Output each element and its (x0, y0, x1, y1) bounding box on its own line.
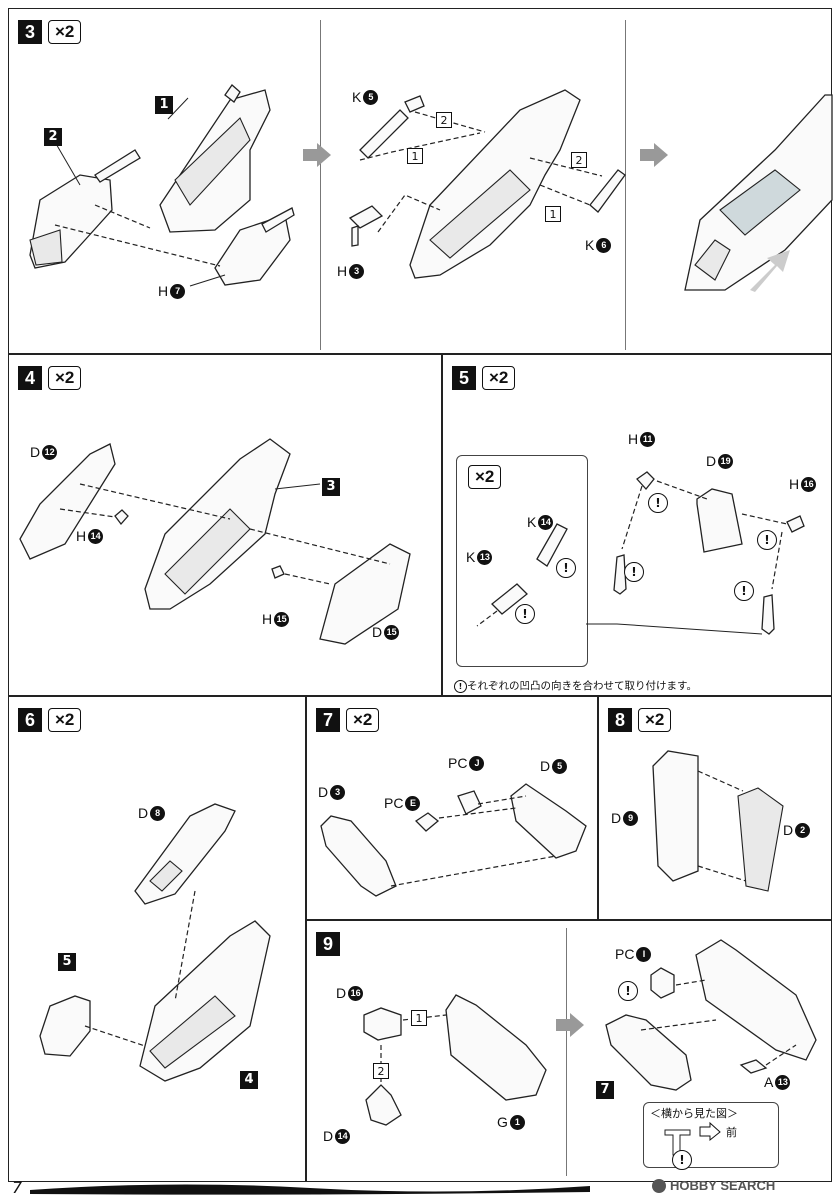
inset-quantity-badge: ×2 (468, 465, 502, 489)
step-8-header: 8 ×2 (608, 708, 672, 732)
step-number: 3 (18, 20, 42, 44)
warning-icon: ! (618, 981, 638, 1001)
watermark-logo-icon (652, 1178, 666, 1193)
next-arrow (556, 1013, 584, 1037)
next-arrow (303, 143, 331, 167)
warning-icon: ! (454, 679, 467, 693)
step-3-assembly-b-illustration (348, 89, 626, 279)
quantity-badge: ×2 (48, 366, 82, 390)
quantity-badge: ×2 (346, 708, 380, 732)
page-number: 7 (12, 1178, 23, 1197)
warning-icon: ! (648, 493, 668, 513)
quantity-badge: ×2 (48, 708, 82, 732)
ref-part-3: 3 (322, 475, 340, 496)
step-9-assembly-b-illustration (605, 939, 817, 1091)
order-marker: 2 (571, 152, 587, 168)
quantity-badge: ×2 (48, 20, 82, 44)
step-number: 6 (18, 708, 42, 732)
warning-icon: ! (757, 530, 777, 550)
step-5-illustration (476, 471, 805, 635)
ref-part-2: 2 (44, 125, 62, 146)
step-8-illustration (652, 750, 784, 892)
panel-divider (320, 20, 321, 350)
quantity-badge: ×2 (638, 708, 672, 732)
quantity-badge: ×2 (482, 366, 516, 390)
order-marker: 2 (436, 112, 452, 128)
ref-part-5: 5 (58, 950, 76, 971)
step-8-panel (598, 696, 832, 920)
order-marker: 2 (373, 1063, 389, 1079)
step-number: 7 (316, 708, 340, 732)
panel-divider (625, 20, 626, 350)
step-9-header: 9 (316, 932, 340, 956)
side-view-title: ＜横から見た図＞ (650, 1107, 738, 1120)
step-4-header: 4 ×2 (18, 366, 82, 390)
step-3-panel (8, 8, 832, 354)
step-3-header: 3 ×2 (18, 20, 82, 44)
order-marker: 1 (407, 148, 423, 164)
footer-brush-stroke (30, 1184, 590, 1195)
warning-icon: ! (515, 604, 535, 624)
step-3-result-illustration (684, 94, 833, 292)
warning-icon: ! (624, 562, 644, 582)
ref-part-7: 7 (596, 1078, 614, 1099)
step-number: 4 (18, 366, 42, 390)
ref-part-4: 4 (240, 1068, 258, 1089)
step-3-assembly-a-illustration (29, 84, 295, 287)
warning-icon: ! (734, 581, 754, 601)
step-number: 9 (316, 932, 340, 956)
step-5-header: 5 ×2 (452, 366, 516, 390)
step-number: 8 (608, 708, 632, 732)
side-view-front-label: 前 (726, 1126, 737, 1139)
step-6-illustration (39, 803, 271, 1082)
panel-divider (566, 928, 567, 1176)
assembly-note: !それぞれの凹凸の向きを合わせて取り付けます。 (454, 678, 697, 693)
ref-part-1: 1 (155, 93, 173, 114)
order-marker: 1 (411, 1010, 427, 1026)
warning-icon: ! (672, 1150, 692, 1170)
next-arrow (640, 143, 668, 167)
step-9-assembly-a-illustration (363, 994, 547, 1126)
step-7-illustration (320, 783, 587, 897)
step-6-header: 6 ×2 (18, 708, 82, 732)
step-7-header: 7 ×2 (316, 708, 380, 732)
order-marker: 1 (545, 206, 561, 222)
step-number: 5 (452, 366, 476, 390)
warning-icon: ! (556, 558, 576, 578)
watermark: HOBBY SEARCH (652, 1178, 775, 1193)
step-4-illustration (19, 438, 411, 645)
